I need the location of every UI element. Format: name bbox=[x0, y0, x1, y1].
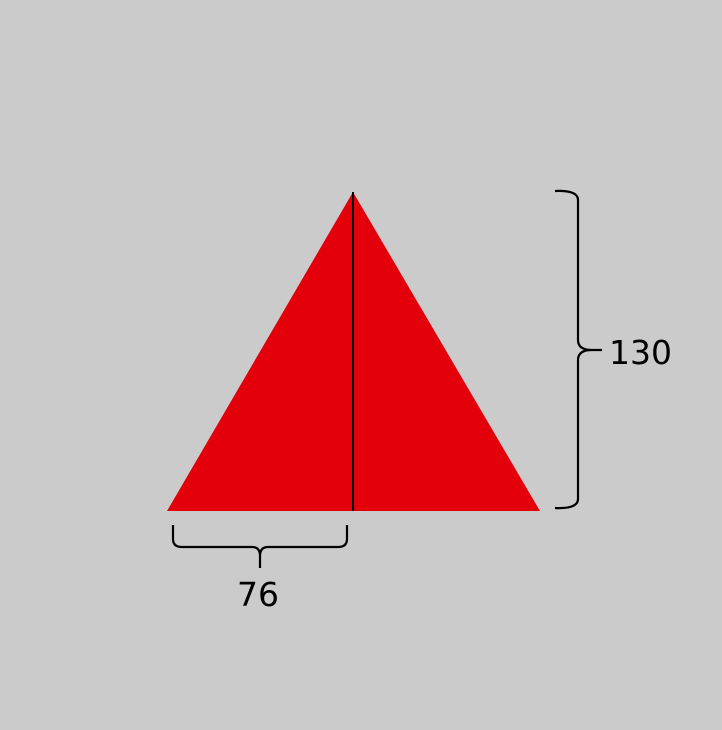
half-base-brace bbox=[171, 525, 349, 568]
half-base-label: 76 bbox=[237, 575, 279, 614]
height-brace bbox=[554, 189, 602, 510]
height-label: 130 bbox=[609, 333, 672, 372]
